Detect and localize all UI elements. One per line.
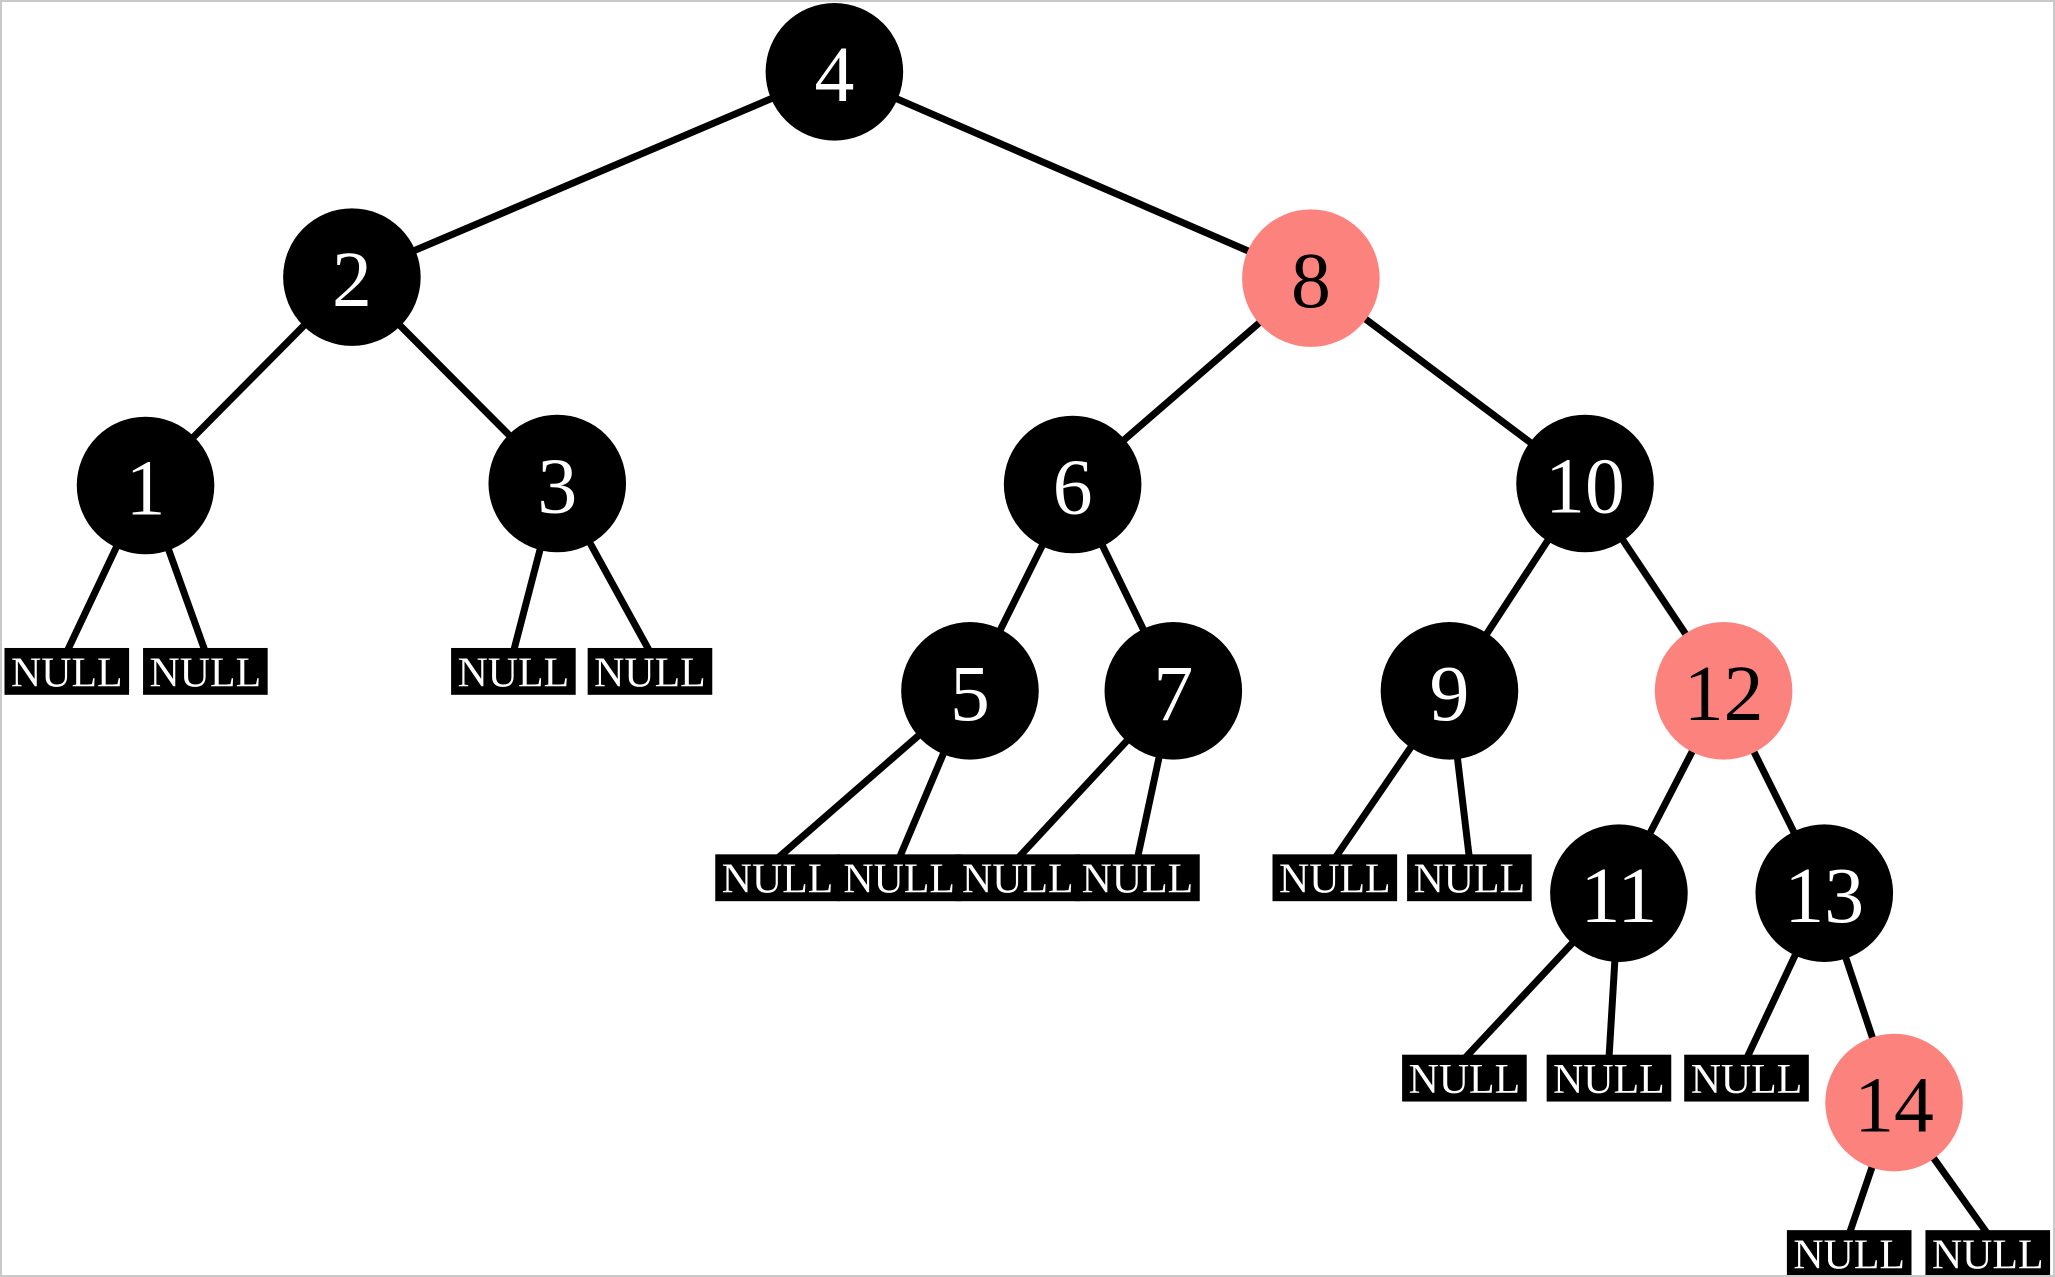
- null-leaf-label-1: NULL: [150, 650, 262, 696]
- null-leaf-box-3: [587, 647, 713, 695]
- tree-node-1-circle: [76, 416, 215, 555]
- tree-node-10-label: 10: [1545, 442, 1625, 530]
- null-leaf-label-9: NULL: [1414, 857, 1526, 903]
- tree-node-7-circle: [1104, 622, 1243, 760]
- null-leaf-box-6: [955, 854, 1081, 902]
- null-leaf-box-11: [1546, 1054, 1672, 1102]
- tree-node-9-circle: [1380, 622, 1519, 760]
- tree-node-2-label: 2: [332, 236, 372, 324]
- tree-node-3-circle: [488, 414, 627, 553]
- null-leaf-box-8: [1272, 854, 1398, 902]
- tree-node-11-circle: [1550, 824, 1688, 962]
- tree-node-4-circle: [765, 2, 904, 141]
- null-leaf-box-4: [715, 854, 840, 902]
- tree-node-5-label: 5: [950, 650, 990, 738]
- null-leaf-box-7: [1075, 854, 1200, 902]
- null-leaf-label-2: NULL: [458, 650, 570, 696]
- null-leaf-label-7: NULL: [1082, 857, 1194, 903]
- null-leaf-box-2: [451, 647, 576, 695]
- edge-n4-n8: [832, 68, 1313, 282]
- null-leaf-label-6: NULL: [962, 857, 1074, 903]
- tree-node-13-circle: [1755, 824, 1894, 962]
- null-leaf-box-13: [1786, 1230, 1912, 1275]
- tree-node-9-label: 9: [1430, 650, 1470, 738]
- tree-node-8-circle: [1242, 209, 1380, 347]
- tree-node-12-circle: [1654, 622, 1793, 760]
- null-leaf-box-0: [4, 647, 130, 695]
- null-leaf-label-12: NULL: [1691, 1057, 1803, 1103]
- null-leaf-box-5: [836, 854, 962, 902]
- null-leaf-label-8: NULL: [1279, 857, 1391, 903]
- tree-node-1-label: 1: [126, 444, 166, 532]
- tree-node-8-label: 8: [1291, 237, 1331, 325]
- tree-node-2-circle: [283, 208, 421, 346]
- null-leaf-label-0: NULL: [11, 650, 123, 696]
- null-leaf-box-9: [1407, 854, 1532, 902]
- null-leaf-label-4: NULL: [722, 857, 834, 903]
- null-leaf-label-5: NULL: [843, 857, 955, 903]
- null-leaf-label-14: NULL: [1932, 1233, 2044, 1275]
- tree-node-10-circle: [1516, 414, 1654, 553]
- null-leaf-box-14: [1925, 1230, 2051, 1275]
- tree-node-6-circle: [1003, 415, 1142, 554]
- tree-node-6-label: 6: [1053, 443, 1093, 531]
- tree-node-14-label: 14: [1854, 1062, 1934, 1150]
- edge-n4-n2: [350, 68, 836, 281]
- tree-node-14-circle: [1825, 1033, 1963, 1172]
- null-leaf-box-1: [143, 647, 268, 695]
- tree-node-13-label: 13: [1784, 852, 1864, 940]
- tree-node-12-label: 12: [1684, 650, 1764, 738]
- null-leaf-box-10: [1402, 1054, 1527, 1102]
- tree-node-5-circle: [901, 622, 1039, 760]
- tree-node-4-label: 4: [814, 31, 854, 119]
- null-leaf-label-10: NULL: [1409, 1057, 1521, 1103]
- null-leaf-label-11: NULL: [1553, 1057, 1665, 1103]
- tree-node-11-label: 11: [1581, 852, 1658, 940]
- tree-node-7-label: 7: [1153, 650, 1193, 738]
- null-leaf-box-12: [1684, 1054, 1809, 1102]
- null-leaf-label-13: NULL: [1793, 1233, 1905, 1275]
- null-leaf-label-3: NULL: [594, 650, 706, 696]
- tree-node-3-label: 3: [537, 442, 577, 530]
